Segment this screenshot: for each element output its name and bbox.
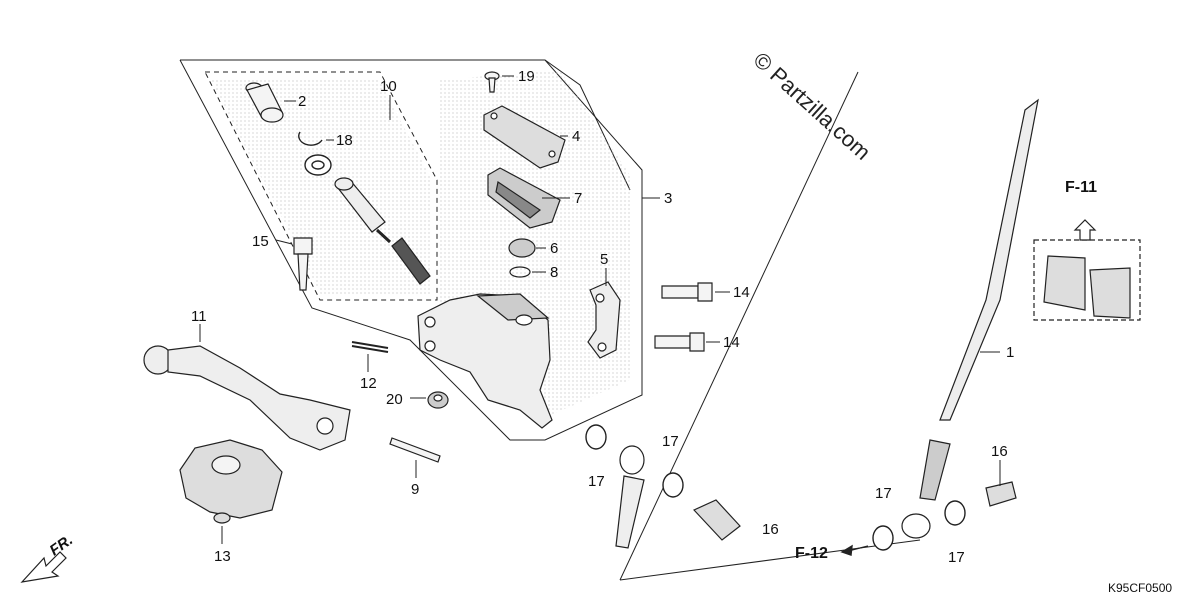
callout-17-a: 17 [588, 473, 605, 490]
part-hose-end [615, 445, 645, 549]
part-reservoir-cap [483, 105, 566, 169]
part-holder-clamp [587, 281, 621, 359]
part-pivot-bolt [293, 237, 313, 291]
callout-17-b: 17 [662, 433, 679, 450]
part-spring [351, 341, 389, 353]
callout-8: 8 [550, 264, 558, 281]
part-brake-lever [143, 345, 351, 451]
callout-4: 4 [572, 128, 580, 145]
part-nut [427, 391, 449, 409]
callout-12: 12 [360, 375, 377, 392]
part-sealing-washers [585, 424, 966, 551]
part-bushing [245, 82, 284, 123]
part-piston [334, 177, 431, 285]
callout-14-top: 14 [733, 284, 750, 301]
callout-19: 19 [518, 68, 535, 85]
callout-13: 13 [214, 548, 231, 565]
callout-17-c: 17 [875, 485, 892, 502]
callout-5: 5 [600, 251, 608, 268]
f11-pads-reference [1033, 219, 1141, 321]
part-brake-hose [901, 98, 1039, 539]
callout-9: 9 [411, 481, 419, 498]
part-oil-bolts [692, 481, 1017, 541]
callout-7: 7 [574, 190, 582, 207]
part-plate [508, 238, 536, 278]
callout-3: 3 [664, 190, 672, 207]
ref-f12: F-12 [795, 545, 828, 562]
callout-11: 11 [191, 308, 207, 325]
callout-leaders [199, 75, 1001, 544]
direction-label: FR. [47, 531, 77, 559]
callout-6: 6 [550, 240, 558, 257]
part-screw [484, 71, 500, 93]
front-direction-arrow [20, 551, 67, 583]
callout-17-d: 17 [948, 549, 965, 566]
ref-f11: F-11 [1065, 179, 1097, 196]
part-pin [389, 437, 441, 463]
part-circlip [298, 131, 332, 176]
callout-10: 10 [380, 78, 397, 95]
callout-2: 2 [298, 93, 306, 110]
part-lever-cover [179, 439, 283, 524]
callout-15: 15 [252, 233, 269, 250]
part-master-cylinder [417, 293, 553, 429]
callout-20: 20 [386, 391, 403, 408]
callout-16-right: 16 [991, 443, 1008, 460]
watermark: © Partzilla.com [749, 47, 876, 165]
callout-16-left: 16 [762, 521, 779, 538]
part-clamp-bolts [654, 282, 713, 352]
callout-1: 1 [1006, 344, 1014, 361]
part-diaphragm [487, 167, 561, 229]
f12-arrow [840, 544, 869, 556]
diagram-code: K95CF0500 [1108, 581, 1172, 595]
callout-18: 18 [336, 132, 353, 149]
callout-14-bottom: 14 [723, 334, 740, 351]
